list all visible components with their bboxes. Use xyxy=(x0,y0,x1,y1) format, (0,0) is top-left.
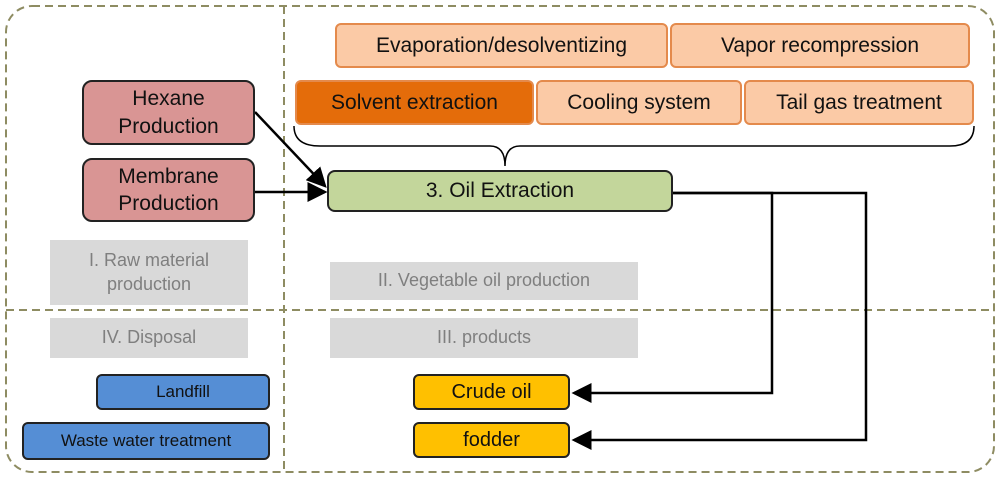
waste-water-treatment: Waste water treatment xyxy=(22,422,270,460)
brace xyxy=(293,125,975,167)
hexane-production: Hexane Production xyxy=(82,80,255,145)
fodder-arrow xyxy=(571,191,868,450)
section-disposal: IV. Disposal xyxy=(50,318,248,358)
membrane-production: Membrane Production xyxy=(82,158,255,222)
fodder: fodder xyxy=(413,422,570,458)
section-products: III. products xyxy=(330,318,638,358)
oil-extraction: 3. Oil Extraction xyxy=(327,170,673,212)
hexane-arrow xyxy=(254,111,327,188)
section-raw-material: I. Raw material production xyxy=(50,240,248,305)
section-vegetable-oil: II. Vegetable oil production xyxy=(330,262,638,300)
evaporation-step: Evaporation/desolventizing xyxy=(335,23,668,68)
vapor-recompression-step: Vapor recompression xyxy=(670,23,970,68)
tail-gas-step: Tail gas treatment xyxy=(744,80,974,125)
solvent-extraction-step: Solvent extraction xyxy=(295,80,534,125)
cooling-system-step: Cooling system xyxy=(536,80,742,125)
crude-oil: Crude oil xyxy=(413,374,570,410)
landfill: Landfill xyxy=(96,374,270,410)
outer-boundary xyxy=(5,5,995,473)
